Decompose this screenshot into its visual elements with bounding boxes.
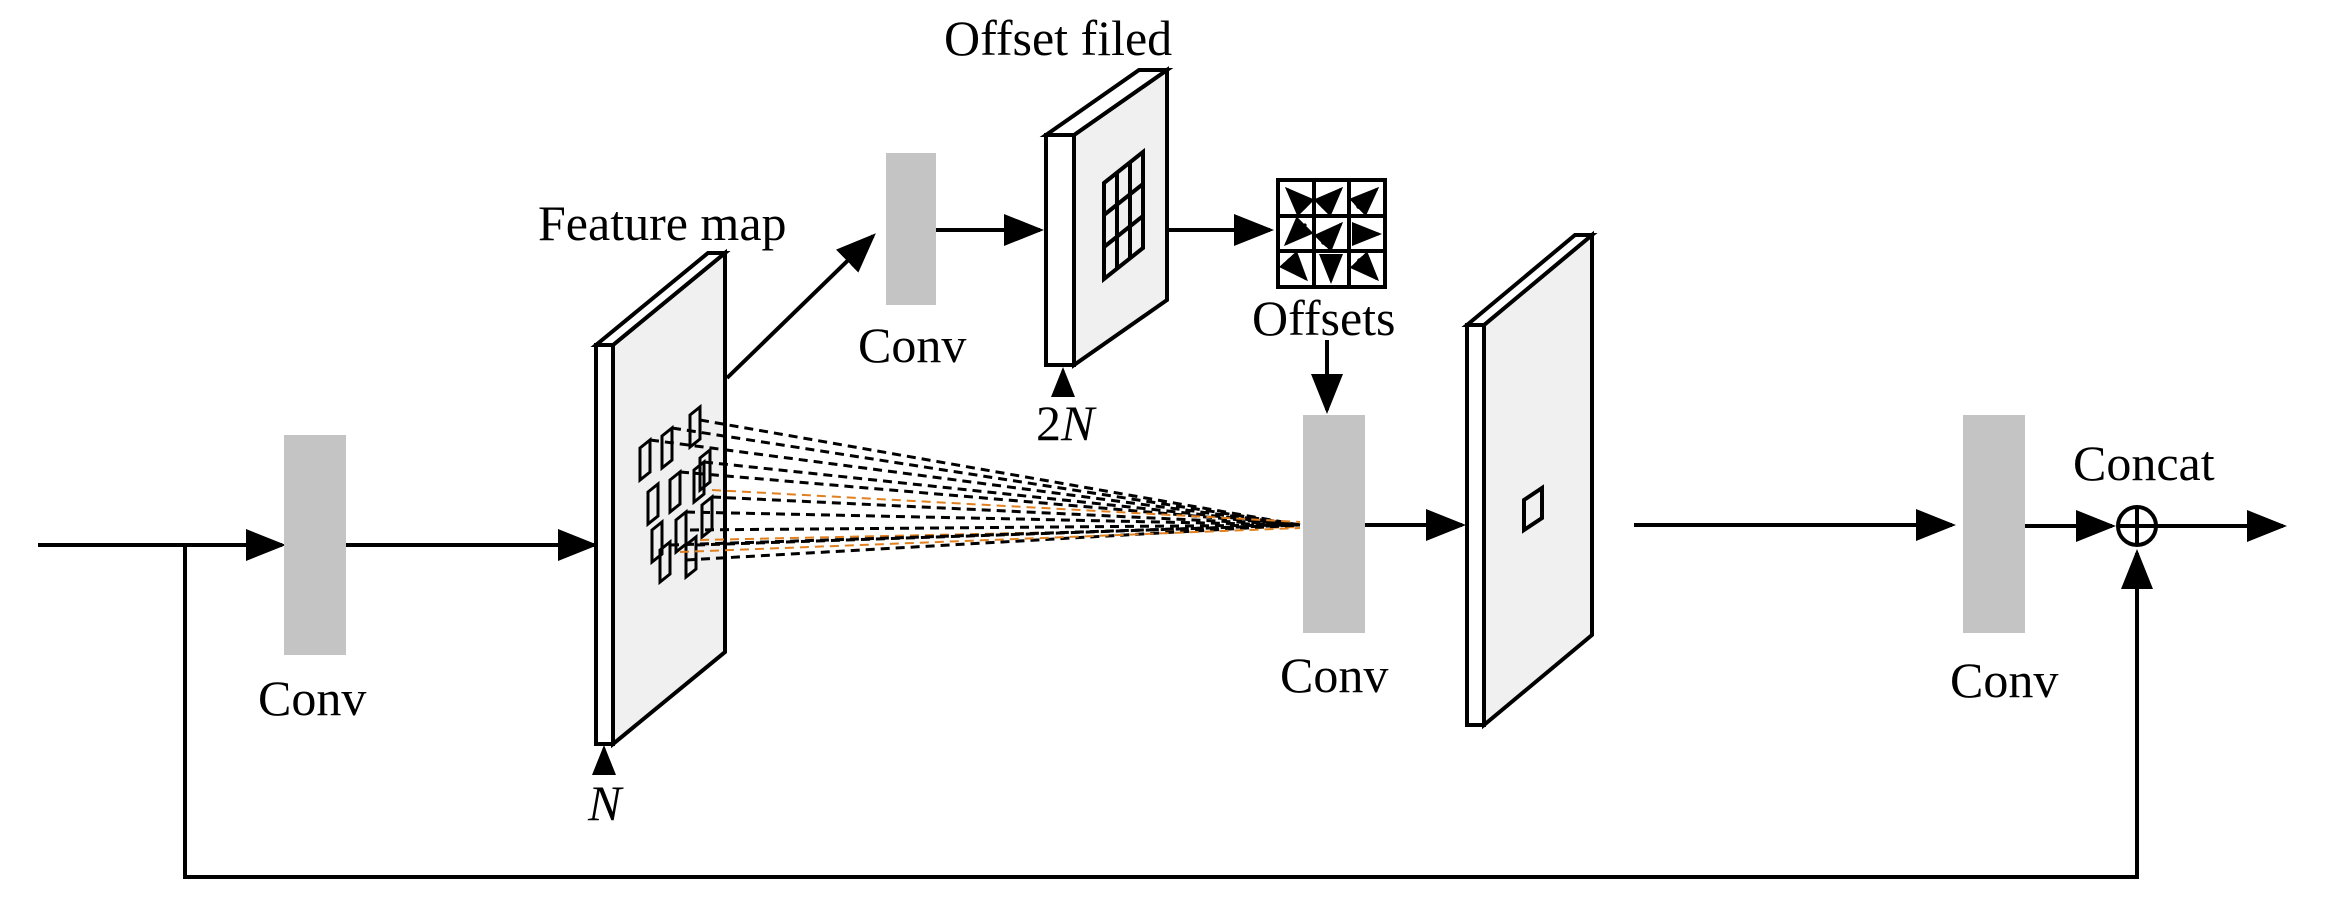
n-label: N [587, 775, 624, 831]
offset-vector-arrows [1279, 186, 1382, 284]
output-pixel [1522, 484, 1544, 534]
offset-field [1039, 66, 1174, 369]
offset-field-title: Offset filed [944, 10, 1172, 66]
feature-map [590, 248, 731, 749]
offset-field-grid [1102, 147, 1145, 284]
feature-map-title: Feature map [538, 195, 787, 251]
concat-label: Concat [2073, 435, 2215, 491]
conv-block-4 [1963, 415, 2025, 633]
conv-label-3: Conv [1280, 647, 1388, 703]
conv-block-2 [886, 153, 936, 305]
output-feature-map [1461, 230, 1598, 730]
conv-label-1: Conv [258, 670, 366, 726]
arrow-feature-map-to-offset-conv [725, 233, 876, 380]
conv-label-2: Conv [858, 317, 966, 373]
skip-connection [183, 545, 2153, 879]
conv-block-1 [284, 435, 346, 655]
concat-circle-plus [2116, 505, 2158, 547]
sampling-lines [649, 418, 1301, 562]
offsets-label: Offsets [1252, 290, 1396, 346]
deformed-sampling-grid [638, 403, 714, 586]
two-n-label: 2N [1036, 395, 1097, 451]
conv-label-4: Conv [1950, 652, 2058, 708]
conv-block-3 [1303, 415, 1365, 633]
